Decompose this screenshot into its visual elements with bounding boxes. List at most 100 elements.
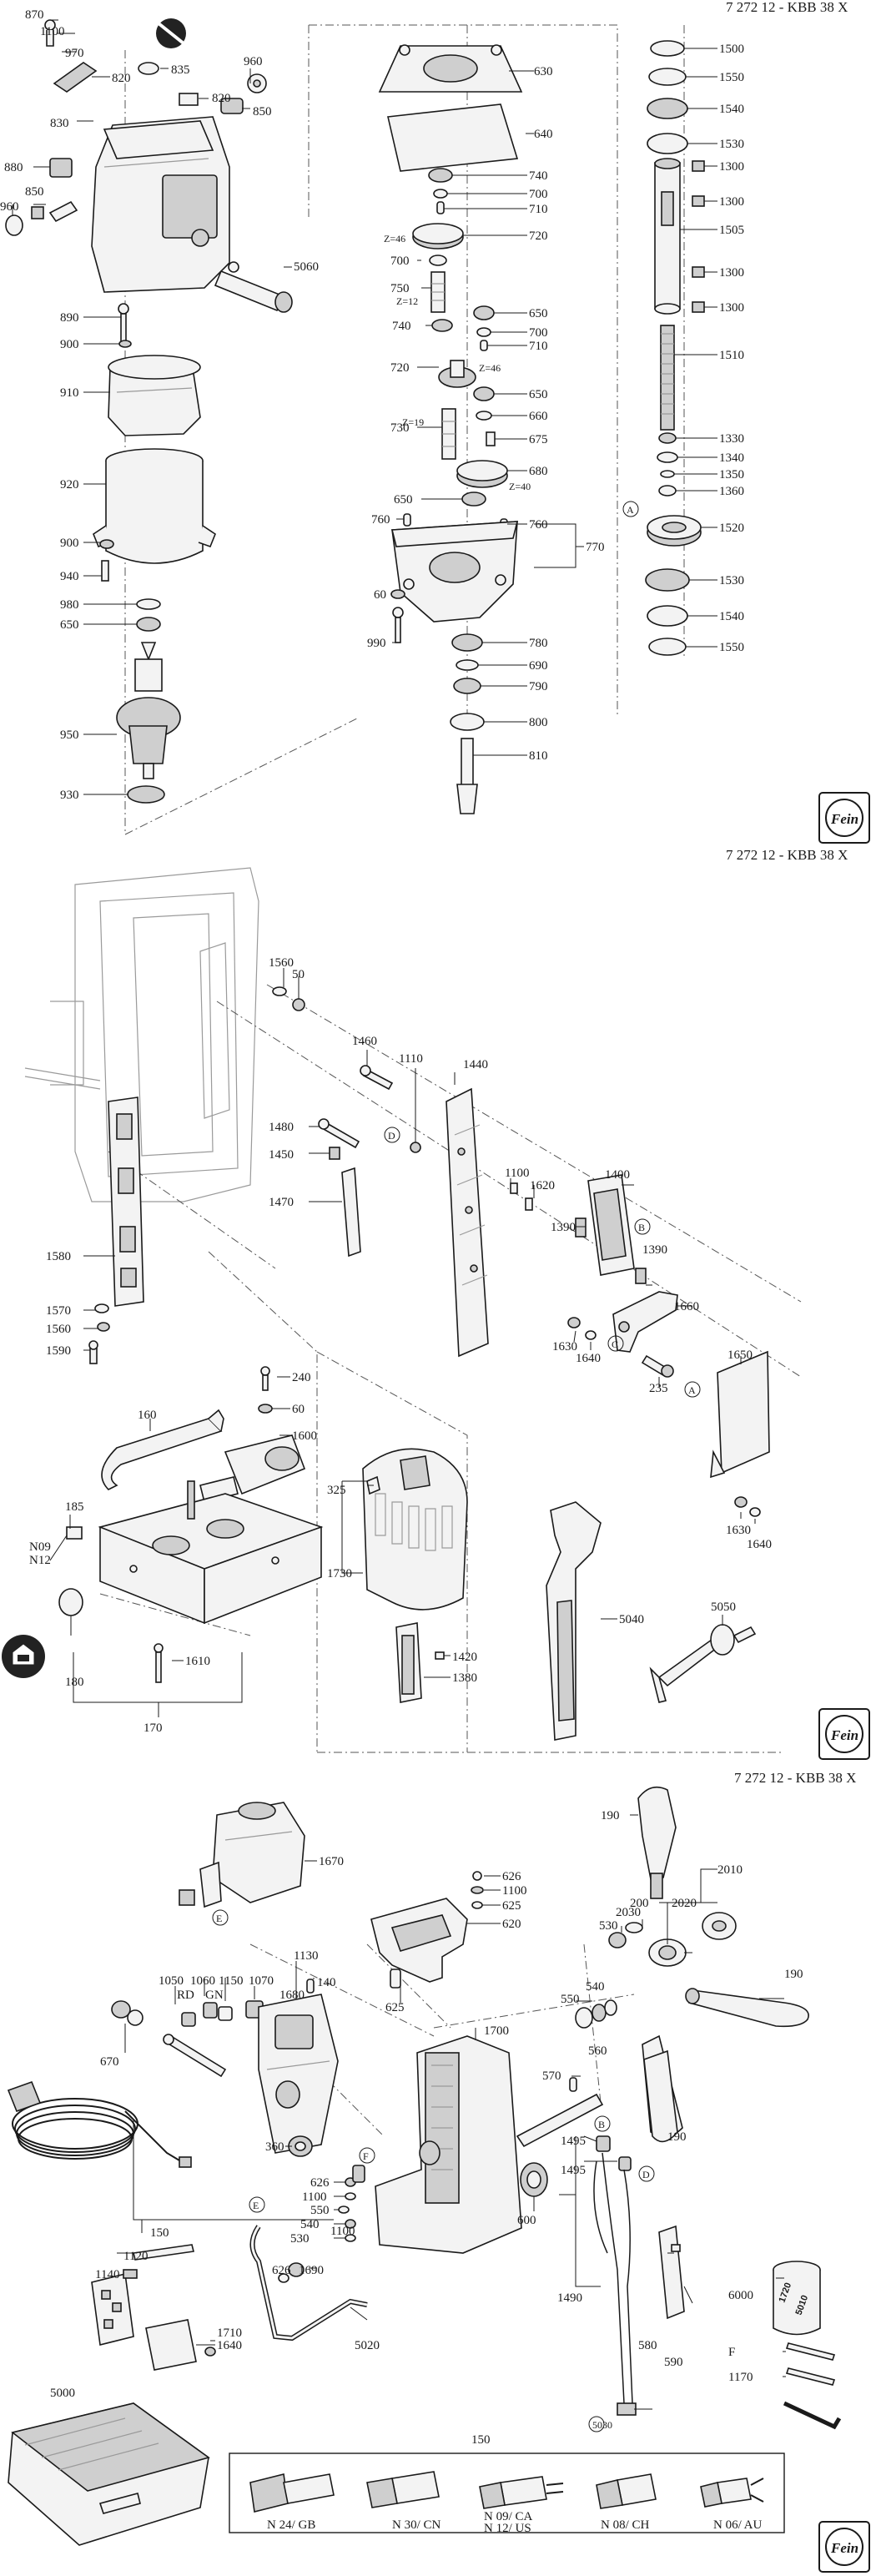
label-720: 720 (529, 229, 548, 243)
label-660: 660 (529, 410, 548, 423)
label-670: 670 (100, 2055, 119, 2069)
label-150: 150 (150, 2226, 169, 2240)
part-60-washer (390, 589, 405, 599)
label-160: 160 (138, 1409, 157, 1422)
part-800-circlip (450, 713, 485, 731)
label-1640b: 1640 (747, 1538, 772, 1551)
label-1550b: 1550 (719, 641, 744, 654)
label-590: 590 (664, 2356, 683, 2369)
label-1420: 1420 (452, 1651, 477, 1664)
part-720-gear-b (438, 360, 476, 388)
part-625-screw-b (390, 1969, 401, 1989)
label-730: 730 (390, 421, 410, 435)
part-625-washer (471, 1901, 483, 1909)
label-1710: 1710 (217, 2326, 242, 2340)
part-1550-ring (648, 68, 687, 86)
label-2020: 2020 (672, 1897, 697, 1910)
plug-n06-au (700, 2478, 764, 2508)
part-1440-guide-plate (446, 1087, 489, 1358)
warning-badge-icon (2, 1635, 45, 1678)
label-callout-f: F (363, 2150, 369, 2162)
part-1650-guard (710, 1350, 770, 1479)
label-550: 550 (561, 1993, 580, 2006)
label-1495b: 1495 (561, 2164, 586, 2177)
label-620: 620 (502, 1918, 521, 1931)
no-entry-symbol (156, 18, 186, 48)
part-810-spindle (456, 738, 478, 814)
part-1300-slide-b (692, 195, 705, 207)
label-1495: 1495 (561, 2135, 586, 2148)
part-1505-quill (654, 158, 681, 315)
label-626b: 626 (310, 2176, 330, 2190)
label-1630b: 1630 (726, 1524, 751, 1537)
plug-n30-cn (366, 2471, 440, 2508)
part-180-cover (58, 1588, 83, 1616)
part-1100-washer-b (345, 2192, 356, 2200)
label-1100: 1100 (505, 1167, 529, 1180)
part-1630-washer (567, 1317, 581, 1328)
part-1640-nut-c (204, 2347, 216, 2357)
label-190: 190 (601, 1809, 620, 1822)
part-5020-drift (785, 2367, 836, 2386)
part-1350-ring (660, 470, 675, 478)
label-540: 540 (586, 1980, 605, 1994)
label-1360: 1360 (719, 485, 744, 498)
part-1060-switch-rd (203, 2002, 218, 2019)
label-800: 800 (529, 716, 548, 729)
label-gn: GN (205, 1989, 224, 2002)
label-830: 830 (50, 117, 69, 130)
label-1650: 1650 (727, 1348, 753, 1362)
label-760b: 760 (529, 518, 548, 532)
label-1470: 1470 (269, 1196, 294, 1209)
label-callout-a: A (627, 504, 634, 516)
plug-n08-ch (596, 2473, 657, 2509)
label-n12: N12 (29, 1554, 51, 1567)
label-1610: 1610 (185, 1655, 210, 1668)
part-1460-pin (360, 1065, 394, 1091)
part-1590-screw (88, 1340, 98, 1364)
label-1380: 1380 (452, 1671, 477, 1685)
label-callout-d3: D (642, 2169, 650, 2180)
callout-e3-circle (249, 2196, 265, 2213)
label-970: 970 (65, 47, 84, 60)
part-1340-washer (657, 451, 678, 463)
label-760: 760 (371, 513, 390, 527)
part-600-gear-shaft (516, 2093, 604, 2197)
label-5050: 5050 (711, 1601, 736, 1614)
label-1510: 1510 (719, 349, 744, 362)
part-5050-drift (649, 1624, 757, 1703)
part-660-ring (476, 411, 492, 421)
label-1520: 1520 (719, 522, 744, 535)
label-240: 240 (292, 1371, 311, 1384)
part-1300-slide-d (692, 301, 705, 313)
part-185-label-plate (66, 1526, 83, 1540)
part-5060-spindle (214, 261, 293, 313)
part-850-brush-left (31, 200, 78, 223)
part-240-screw (260, 1366, 270, 1391)
label-z46b: Z=46 (479, 362, 501, 374)
label-1060: 1060 (190, 1974, 215, 1988)
label-1100c: 1100 (330, 2225, 355, 2238)
label-950: 950 (60, 728, 79, 742)
label-190c: 190 (667, 2130, 687, 2144)
part-1390-pin-a (575, 1217, 587, 1238)
label-n09: N09 (29, 1540, 51, 1554)
part-630-gear-cover (378, 44, 523, 93)
label-1390b: 1390 (642, 1243, 667, 1257)
part-880-bushing (49, 158, 73, 178)
part-650-bearing (136, 617, 161, 632)
fein-logo-2: Fein (818, 1708, 870, 1760)
label-700: 700 (529, 188, 548, 201)
label-675: 675 (529, 433, 548, 446)
part-760-pin (403, 513, 411, 527)
label-callout-d: D (388, 1130, 395, 1142)
section-3-electrics-accessories: 1720 5010 (7, 1786, 870, 2573)
label-1440: 1440 (463, 1058, 488, 1071)
part-590-cap (671, 2244, 681, 2252)
label-1350: 1350 (719, 468, 744, 481)
part-1140-circuit-board (91, 2273, 134, 2346)
label-790: 790 (529, 680, 548, 693)
part-1610-screw (154, 1643, 164, 1683)
label-810: 810 (529, 749, 548, 763)
label-1580: 1580 (46, 1250, 71, 1263)
